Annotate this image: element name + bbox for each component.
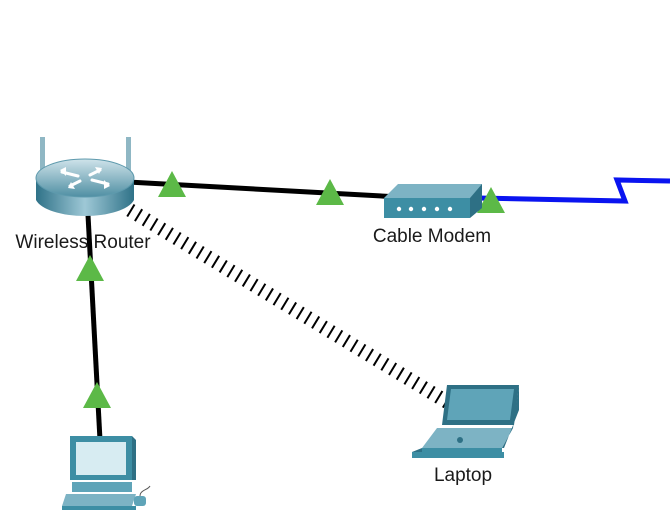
link-up-indicator (158, 171, 186, 197)
wireless-router[interactable]: Wireless Router (15, 137, 151, 253)
cable-modem-icon (384, 184, 482, 218)
laptop-icon (412, 385, 519, 458)
laptop-label: Laptop (434, 465, 492, 486)
link-up-indicator (316, 179, 344, 205)
desktop-pc-icon (62, 436, 151, 510)
cable-modem[interactable]: Cable Modem (373, 184, 491, 247)
wireless-router-label: Wireless Router (15, 232, 151, 253)
link-up-indicator (83, 382, 111, 408)
wireless-router-icon (35, 137, 135, 217)
laptop[interactable]: Laptop (412, 385, 519, 486)
link-up-indicator (76, 255, 104, 281)
cable-modem-label: Cable Modem (373, 226, 491, 247)
link-modem-internet-coax[interactable] (477, 177, 670, 204)
link-up-indicator (477, 187, 505, 213)
links-layer (85, 177, 670, 441)
desktop-pc[interactable] (62, 436, 151, 510)
link-status-layer (76, 171, 505, 408)
